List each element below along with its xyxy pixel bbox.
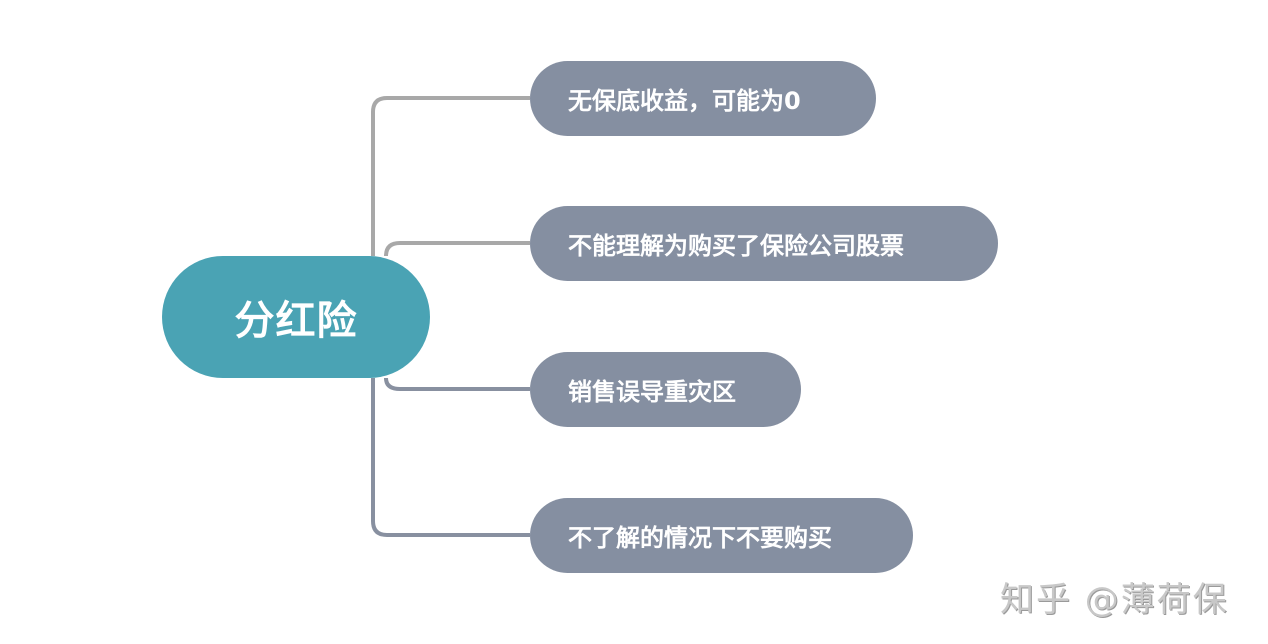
child-node-1[interactable]: 无保底收益，可能为0 <box>530 61 876 136</box>
child-node-2[interactable]: 不能理解为购买了保险公司股票 <box>530 206 998 281</box>
child-node-label: 不了解的情况下不要购买 <box>568 524 832 552</box>
child-node-label: 无保底收益，可能为0 <box>568 87 801 115</box>
root-node[interactable]: 分红险 <box>162 256 430 378</box>
child-node-4[interactable]: 不了解的情况下不要购买 <box>530 498 913 573</box>
connector-child-3 <box>384 377 530 391</box>
connector-child-2 <box>384 241 530 257</box>
child-node-label: 销售误导重灾区 <box>568 378 736 406</box>
child-node-3[interactable]: 销售误导重灾区 <box>530 352 801 427</box>
watermark: 知乎 @薄荷保 <box>1000 580 1229 620</box>
connector-child-4 <box>371 378 530 537</box>
root-node-label: 分红险 <box>234 298 358 344</box>
child-node-label: 不能理解为购买了保险公司股票 <box>568 232 904 260</box>
connector-child-1 <box>371 96 530 256</box>
